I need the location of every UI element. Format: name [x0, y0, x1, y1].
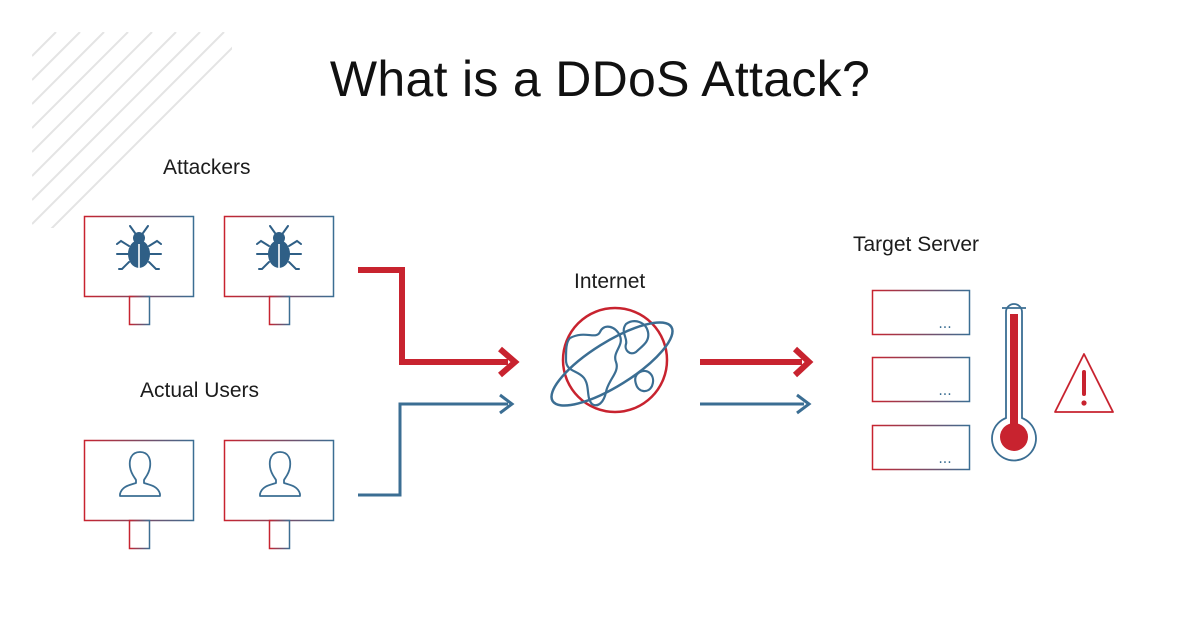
globe-icon [550, 306, 674, 414]
attackers-label: Attackers [163, 156, 251, 179]
decorative-stripes [32, 32, 232, 228]
server-rack-icon: ... ... ... [871, 289, 971, 471]
user-icon [119, 451, 161, 497]
user-computer-2 [223, 439, 335, 550]
server-unit-2: ... [871, 356, 971, 403]
server-unit-3: ... [871, 424, 971, 471]
server-indicator: ... [938, 383, 951, 399]
bug-icon [256, 225, 302, 270]
server-unit-1: ... [871, 289, 971, 336]
attacker-computer-1 [83, 215, 195, 326]
warning-icon [1054, 353, 1114, 413]
user-traffic-arrow-out [700, 393, 812, 415]
thermometer-icon [991, 303, 1037, 462]
user-icon [259, 451, 301, 497]
user-traffic-arrow [358, 393, 515, 497]
server-indicator: ... [938, 451, 951, 467]
attacker-computer-2 [223, 215, 335, 326]
page-title: What is a DDoS Attack? [329, 51, 871, 107]
attack-traffic-arrow [358, 267, 520, 378]
server-indicator: ... [938, 316, 951, 332]
bug-icon [116, 225, 162, 270]
internet-label: Internet [574, 270, 646, 293]
target-server-label: Target Server [853, 233, 980, 256]
actual-users-label: Actual Users [140, 379, 260, 402]
attack-traffic-arrow-out [700, 346, 814, 378]
user-computer-1 [83, 439, 195, 550]
